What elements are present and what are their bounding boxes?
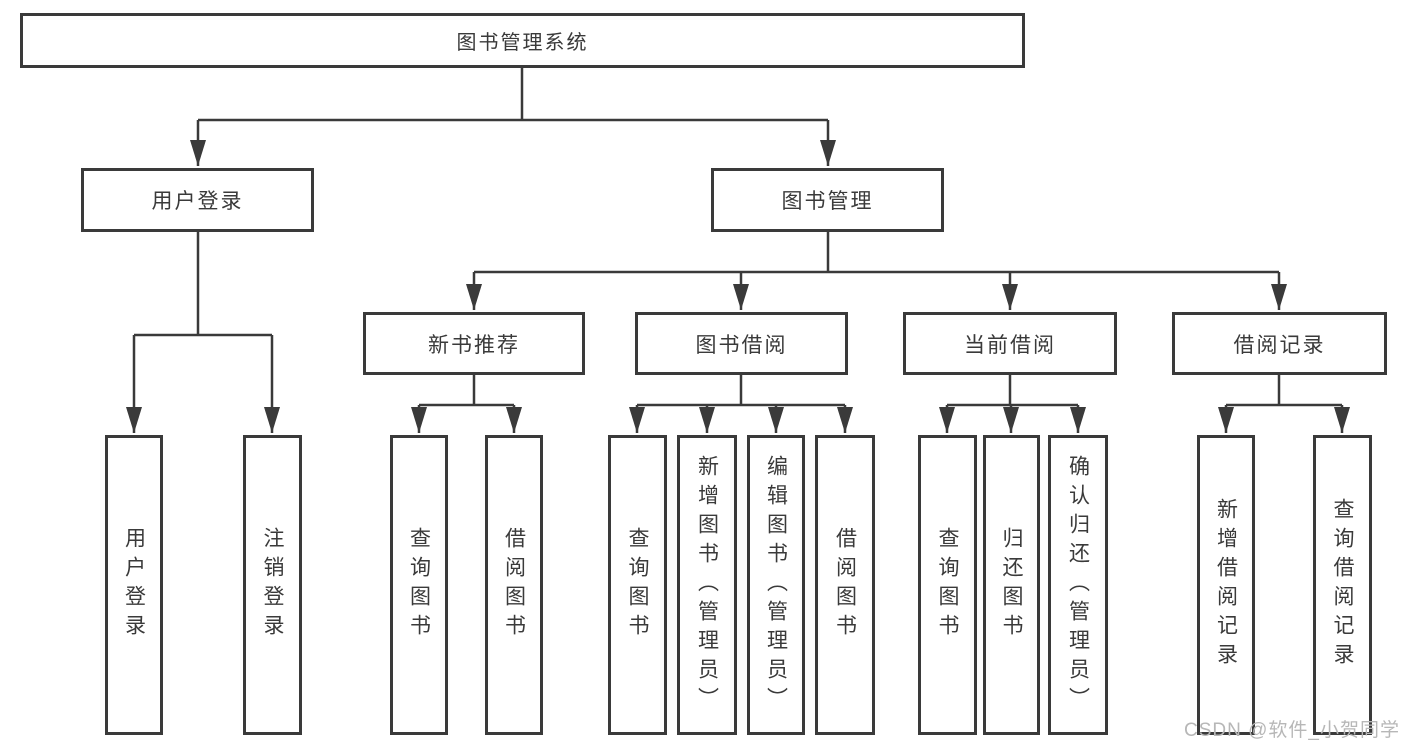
leaf-borrow-books-recommend: 借阅图书: [485, 435, 543, 735]
csdn-watermark: CSDN @软件_小贺同学: [1184, 720, 1400, 741]
node-borrowing-records: 借阅记录: [1172, 312, 1387, 375]
leaf-confirm-return-admin: 确认归还（管理员）: [1048, 435, 1108, 735]
leaf-query-books-borrowing: 查询图书: [608, 435, 667, 735]
leaf-borrow-books: 借阅图书: [815, 435, 875, 735]
leaf-add-borrow-record: 新增借阅记录: [1197, 435, 1255, 735]
node-book-borrowing: 图书借阅: [635, 312, 848, 375]
leaf-edit-books-admin: 编辑图书（管理员）: [747, 435, 805, 735]
leaf-add-books-admin: 新增图书（管理员）: [677, 435, 737, 735]
leaf-user-login: 用户登录: [105, 435, 163, 735]
leaf-query-borrow-record: 查询借阅记录: [1313, 435, 1372, 735]
node-current-borrowing: 当前借阅: [903, 312, 1117, 375]
leaf-logout: 注销登录: [243, 435, 302, 735]
leaf-return-books: 归还图书: [983, 435, 1040, 735]
node-user-login: 用户登录: [81, 168, 314, 232]
node-library-management-system: 图书管理系统: [20, 13, 1025, 68]
leaf-query-books-current: 查询图书: [918, 435, 977, 735]
node-new-book-recommendation: 新书推荐: [363, 312, 585, 375]
node-book-management: 图书管理: [711, 168, 944, 232]
leaf-query-books-recommend: 查询图书: [390, 435, 448, 735]
